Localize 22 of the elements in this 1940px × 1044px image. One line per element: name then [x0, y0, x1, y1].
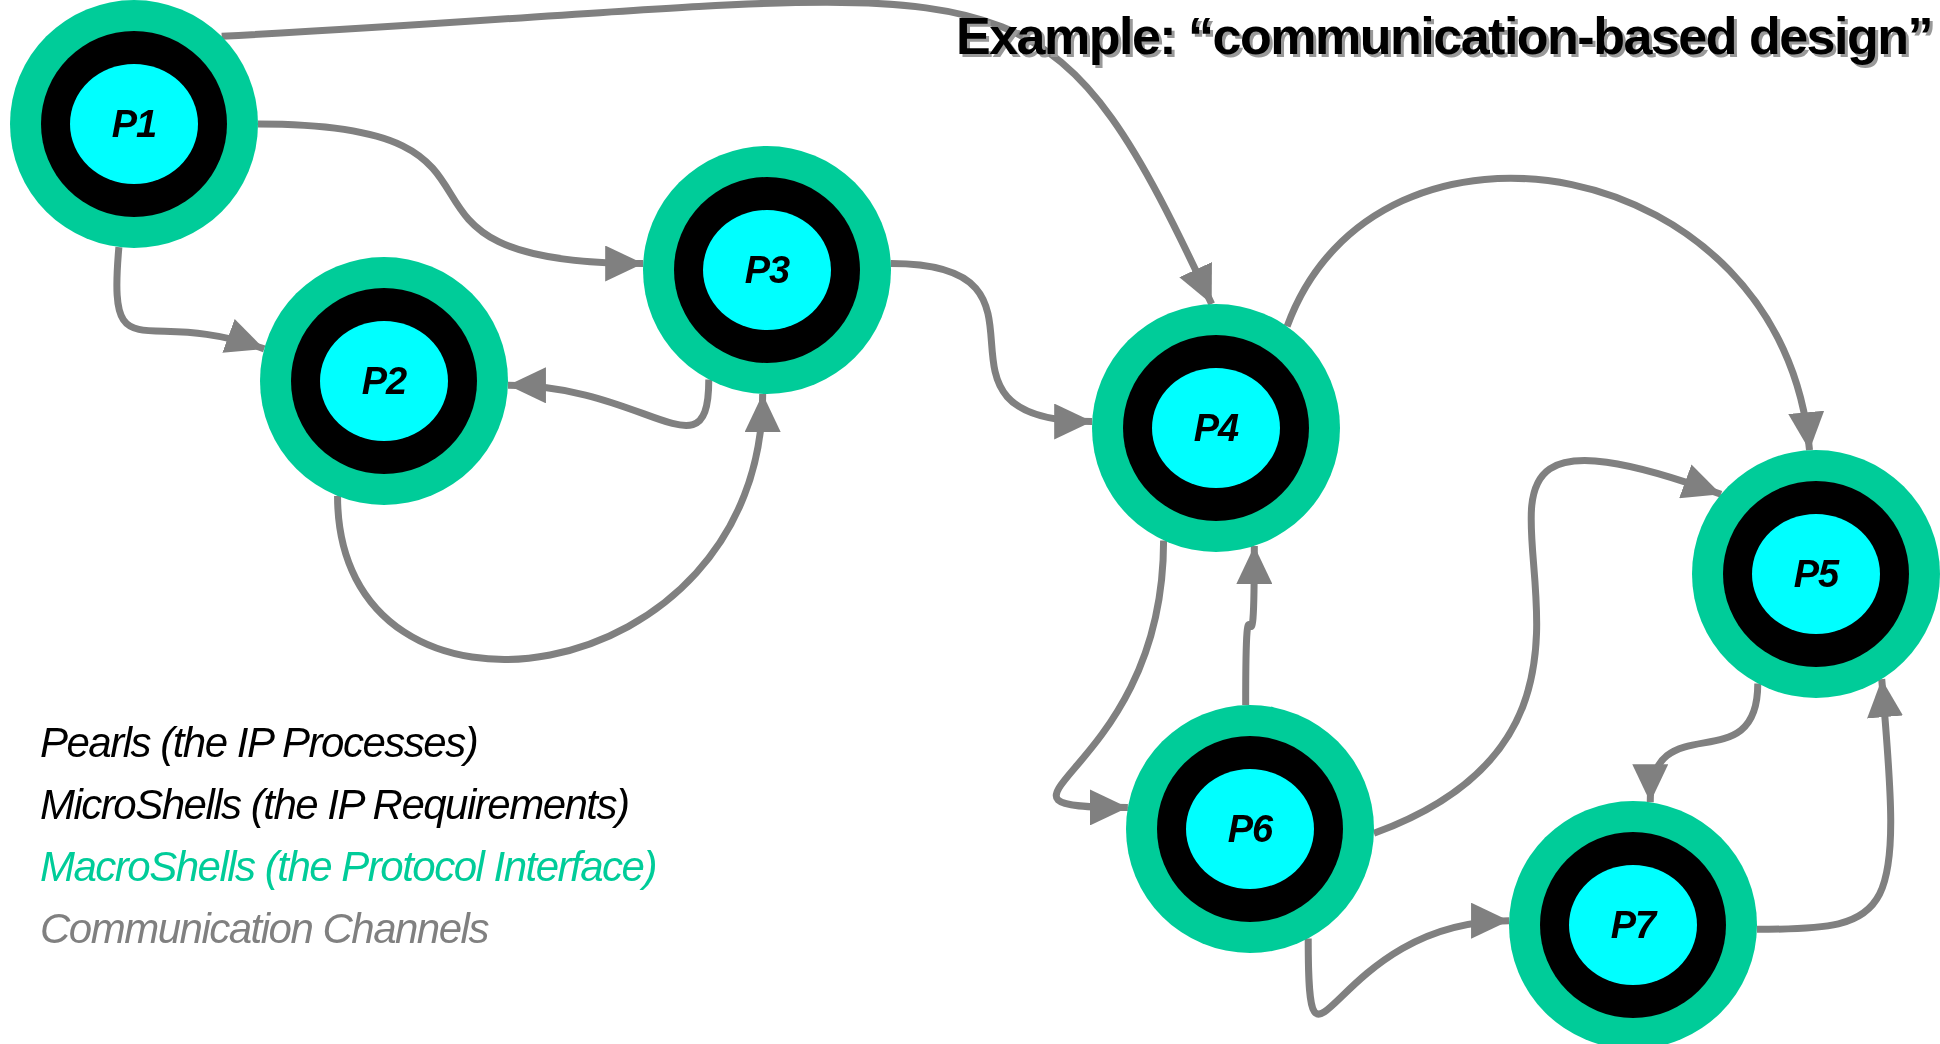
legend-entry: Pearls (the IP Processes) [40, 718, 479, 768]
process-label: P3 [744, 248, 790, 292]
process-label: P6 [1227, 807, 1273, 851]
arrow [890, 260, 1093, 437]
arrow [257, 120, 644, 280]
process-label: P2 [361, 359, 407, 403]
process-label: P1 [111, 102, 157, 146]
arrow [113, 246, 266, 355]
arrow [1372, 457, 1723, 837]
process-label: P4 [1193, 406, 1239, 450]
diagram-title: Example: “communication-based design” [955, 6, 1932, 66]
arrow [1756, 678, 1903, 933]
arrow [1053, 540, 1168, 825]
legend-entry: MicroShells (the IP Requirements) [40, 780, 630, 830]
process-label: P5 [1793, 552, 1839, 596]
legend-entry: Communication Channels [40, 904, 490, 954]
arrow [221, 0, 1215, 306]
legend-entry: MacroShells (the Protocol Interface) [40, 842, 656, 892]
process-label: P7 [1610, 903, 1656, 947]
arrow [507, 369, 713, 429]
arrow [1236, 545, 1273, 706]
arrow [1304, 906, 1510, 1017]
